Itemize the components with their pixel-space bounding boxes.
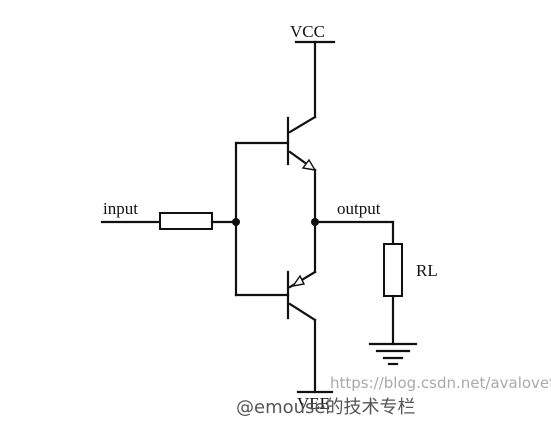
pnp-transistor [286,220,317,394]
npn-collector [288,115,317,134]
npn-transistor [286,115,317,224]
watermark-url: https://blog.csdn.net/avalovef [330,374,551,392]
load-resistor [383,243,403,297]
input-label: input [103,199,138,218]
npn-emitter-arrow [301,158,317,171]
pnp-emitter-arrow [291,274,306,287]
ground-icon [368,342,418,366]
pnp-collector [288,302,317,322]
vee-label: VEE [297,394,330,413]
load-label: RL [416,261,438,280]
input-resistor [159,212,213,230]
watermark-author: @emouse的技术专栏 [236,397,415,418]
vcc-label: VCC [290,22,325,41]
output-label: output [337,199,381,218]
